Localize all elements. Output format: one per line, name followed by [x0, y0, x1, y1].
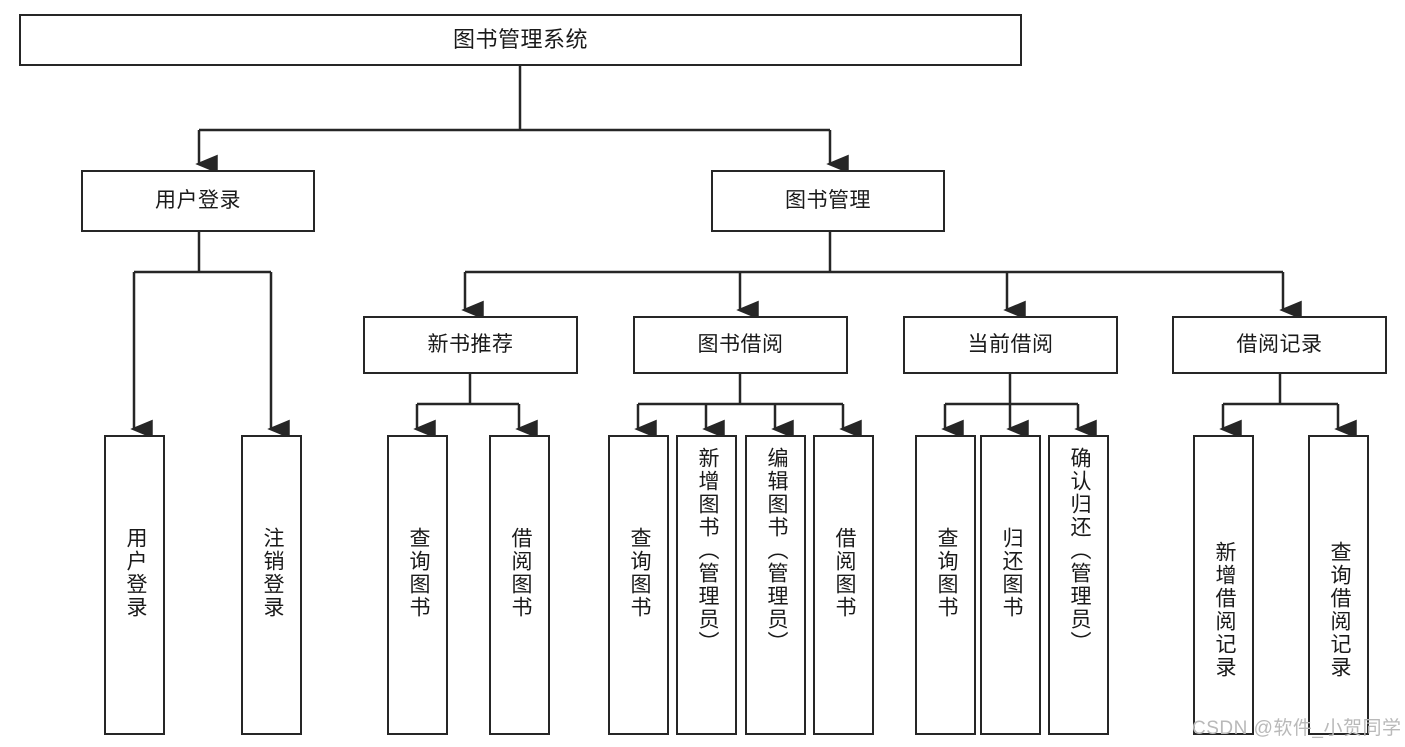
- node-book-management[interactable]: 图书管理: [711, 170, 945, 232]
- leaf-query-book-recommend[interactable]: 查询图书: [387, 435, 448, 735]
- node-new-book-recommend[interactable]: 新书推荐: [363, 316, 578, 374]
- node-root-system[interactable]: 图书管理系统: [19, 14, 1022, 66]
- leaf-add-book-admin[interactable]: 新增图书（管理员）: [676, 435, 737, 735]
- node-label: 图书借阅: [697, 333, 784, 357]
- leaf-user-login[interactable]: 用户登录: [104, 435, 165, 735]
- leaf-query-borrow-record[interactable]: 查询借阅记录: [1308, 435, 1369, 735]
- leaf-query-book-current[interactable]: 查询图书: [915, 435, 976, 735]
- node-label: 确认归还（管理员）: [1067, 447, 1091, 654]
- node-label: 归还图书: [999, 527, 1023, 619]
- node-label: 用户登录: [155, 189, 241, 213]
- node-label: 新书推荐: [427, 333, 514, 357]
- leaf-borrow-book[interactable]: 借阅图书: [813, 435, 874, 735]
- leaf-add-borrow-record[interactable]: 新增借阅记录: [1193, 435, 1254, 735]
- node-label: 查询图书: [406, 527, 430, 619]
- node-label: 借阅图书: [832, 527, 856, 619]
- node-label: 图书管理系统: [452, 26, 588, 52]
- node-label: 查询图书: [627, 527, 651, 619]
- node-user-login[interactable]: 用户登录: [81, 170, 315, 232]
- node-label: 注销登录: [260, 527, 284, 619]
- node-label: 查询图书: [934, 527, 958, 619]
- node-book-borrow[interactable]: 图书借阅: [633, 316, 848, 374]
- node-current-borrow[interactable]: 当前借阅: [903, 316, 1118, 374]
- node-label: 借阅图书: [508, 527, 532, 619]
- node-label: 图书管理: [785, 189, 871, 213]
- node-label: 新增借阅记录: [1212, 541, 1236, 679]
- node-label: 当前借阅: [967, 333, 1054, 357]
- node-label: 编辑图书（管理员）: [764, 447, 788, 654]
- node-label: 用户登录: [123, 527, 147, 619]
- leaf-query-book-borrow[interactable]: 查询图书: [608, 435, 669, 735]
- leaf-logout[interactable]: 注销登录: [241, 435, 302, 735]
- node-borrow-record[interactable]: 借阅记录: [1172, 316, 1387, 374]
- leaf-edit-book-admin[interactable]: 编辑图书（管理员）: [745, 435, 806, 735]
- leaf-borrow-book-recommend[interactable]: 借阅图书: [489, 435, 550, 735]
- node-label: 查询借阅记录: [1327, 541, 1351, 679]
- node-label: 新增图书（管理员）: [695, 447, 719, 654]
- leaf-confirm-return-admin[interactable]: 确认归还（管理员）: [1048, 435, 1109, 735]
- watermark: CSDN @软件_小贺同学: [1192, 718, 1402, 739]
- node-label: 借阅记录: [1236, 333, 1323, 357]
- leaf-return-book[interactable]: 归还图书: [980, 435, 1041, 735]
